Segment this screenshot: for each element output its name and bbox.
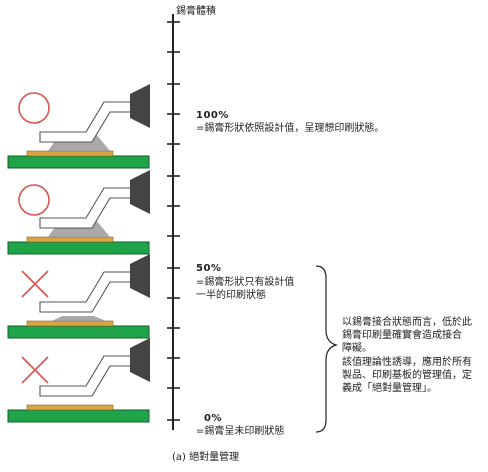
ng-cross-icon [21,270,49,298]
pcb-assemblies [7,84,150,423]
assembly-3 [7,254,150,339]
note-line-1: 以錫膏接合狀態而言，低於此 [342,317,472,328]
note-line-6: 義成「絕對量管理」。 [342,383,437,394]
level-0-desc: =錫膏呈未印刷狀態 [196,426,285,437]
pcb-board [7,155,150,169]
component-lead [39,355,141,397]
component-lead [39,101,141,143]
level-100-desc: =錫膏形狀依照設計值，呈理想印刷狀態。 [196,123,385,134]
level-0-percent: 0% [204,413,222,424]
judgement-marks [18,92,50,384]
ng-cross-icon [21,356,49,384]
level-50-desc-line2: 一半的印刷狀態 [196,290,266,301]
component-body [130,338,150,382]
solder-paste [52,316,106,321]
solder-pad [26,150,114,157]
ok-circle-icon [18,92,50,124]
component-body [130,84,150,128]
level-50-desc-line1: =錫膏形狀只有設計值 [196,277,295,288]
note-line-5: 製品、印刷基板的管理值，定 [342,370,472,381]
level-100-percent: 100% [196,110,229,121]
note-line-3: 障礙。 [342,343,372,354]
assembly-1 [7,84,150,169]
component-body [130,254,150,298]
pcb-board [7,241,150,255]
note-brace [315,265,339,433]
component-lead [39,271,141,313]
note-line-2: 錫膏印刷量確實會造成接合 [342,330,462,341]
solder-pad [26,236,114,243]
pcb-board [7,409,150,423]
solder-pad [26,320,114,327]
component-body [130,170,150,214]
level-50-percent: 50% [196,263,222,274]
assembly-4 [7,338,150,423]
axis-ticks [167,21,180,421]
solder-pad [26,404,114,411]
ok-circle-icon [18,184,50,216]
note-line-4: 該值理論性誘導，應用於所有 [342,357,472,368]
axis-title: 錫膏體積 [176,6,216,17]
assembly-2 [7,170,150,255]
figure-caption: (a) 絕對量管理 [172,452,240,463]
pcb-board [7,325,150,339]
component-lead [39,187,141,229]
